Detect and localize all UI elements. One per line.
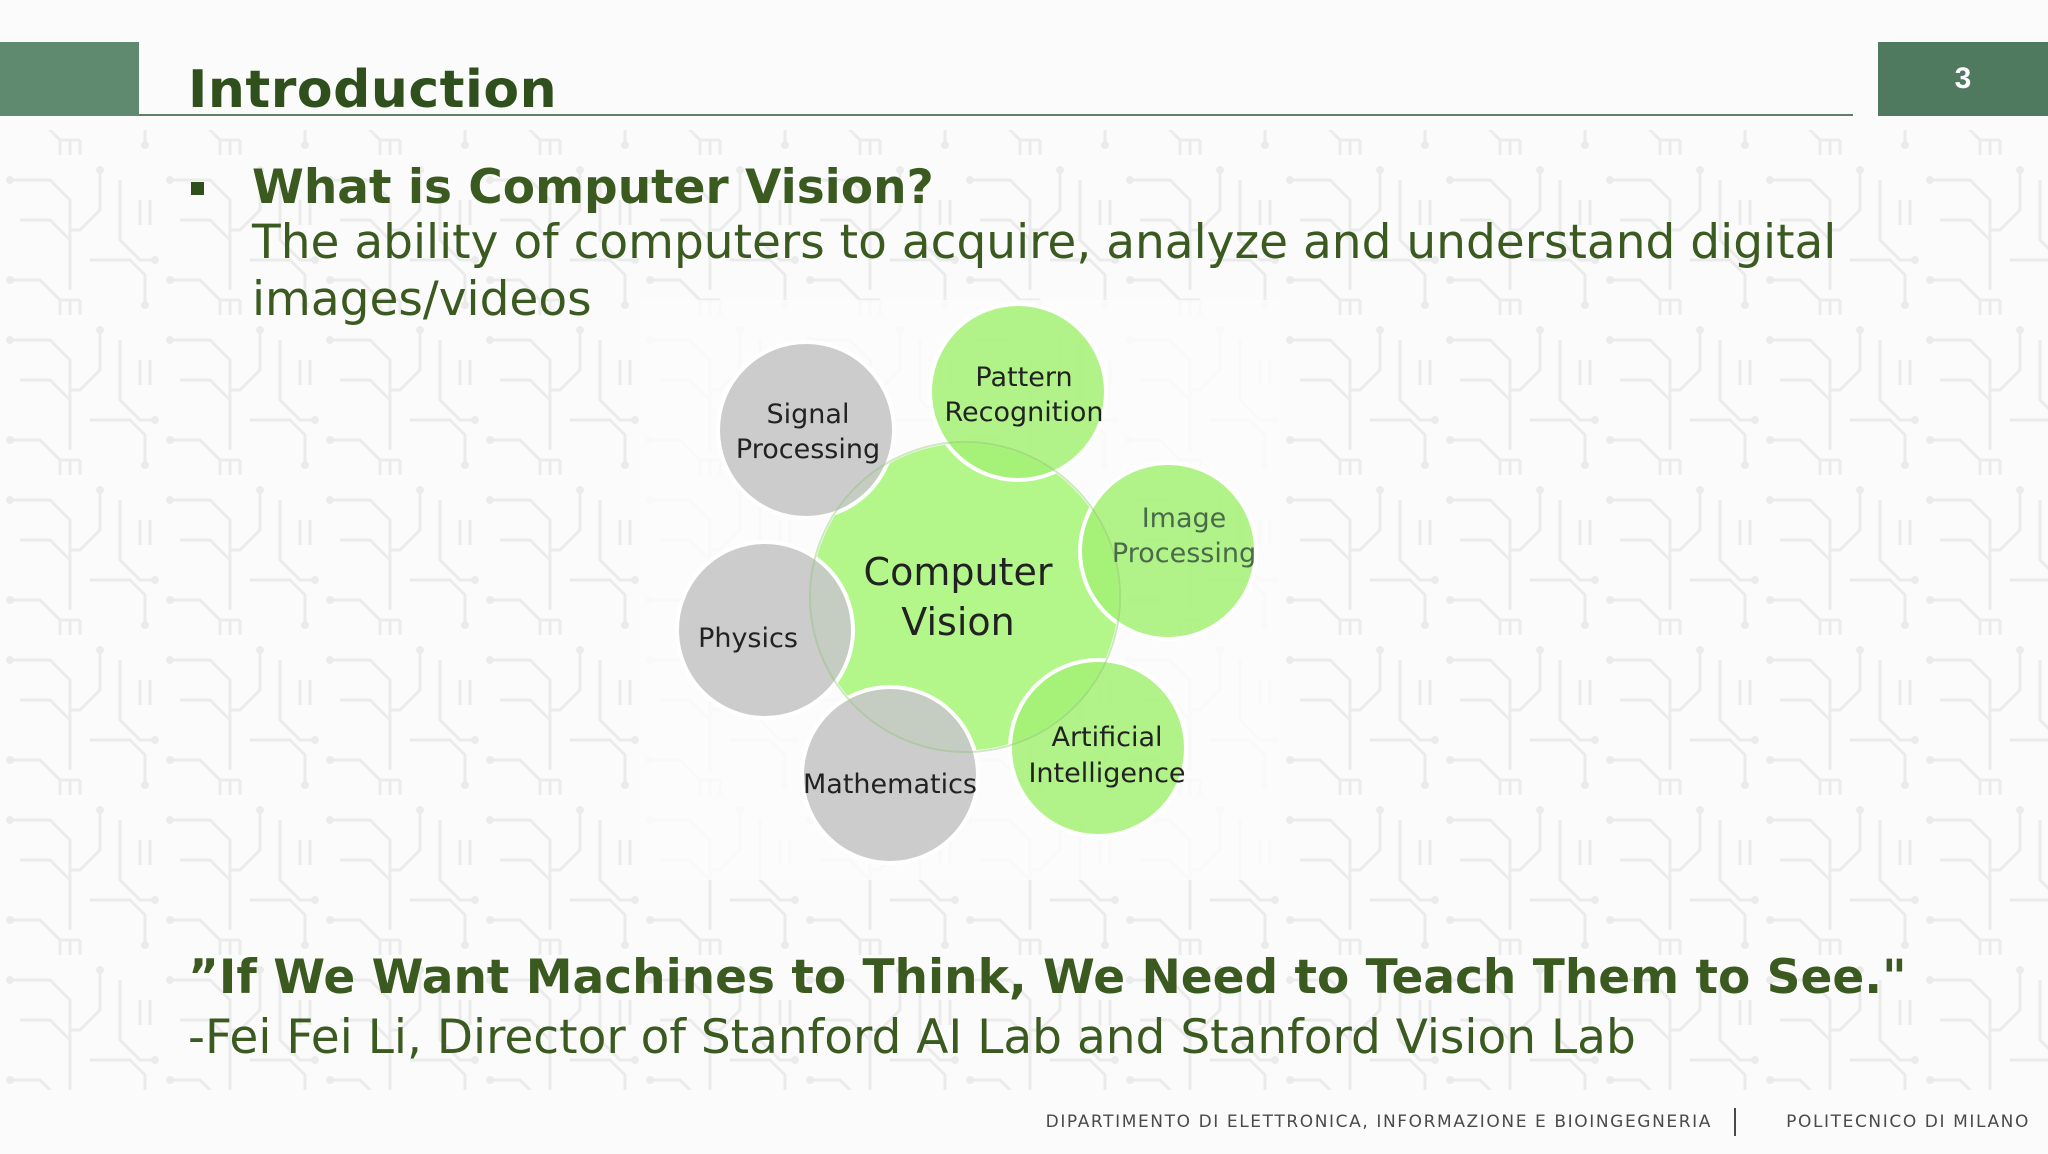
- signal-processing-label-line1: Signal: [767, 399, 850, 430]
- pattern-recognition-label-line2: Recognition: [945, 397, 1104, 428]
- bullet-body: The ability of computers to acquire, ana…: [252, 215, 1837, 327]
- physics-circle: [675, 540, 855, 720]
- artificial-intelligence-circle: [1008, 658, 1188, 838]
- mathematics-circle: [800, 685, 980, 865]
- bullet-square-icon: [191, 182, 204, 195]
- signal-processing-circle: [716, 340, 896, 520]
- footer: DIPARTIMENTO DI ELETTRONICA, INFORMAZION…: [1046, 1108, 2030, 1138]
- quote-text: ”If We Want Machines to Think, We Need t…: [188, 950, 1907, 1005]
- slide-title: Introduction: [188, 60, 558, 120]
- artificial-intelligence-label-line1: Artificial: [1051, 722, 1162, 753]
- signal-processing-label-line2: Processing: [736, 434, 880, 465]
- image-processing-circle: [1078, 461, 1258, 641]
- page-number: 3: [1878, 42, 2048, 116]
- center-label-line2: Vision: [901, 600, 1014, 644]
- header-rule: [139, 114, 1853, 116]
- footer-university: POLITECNICO DI MILANO: [1786, 1112, 2030, 1132]
- overlap-shading: [809, 441, 1121, 753]
- mathematics-label: Mathematics: [803, 769, 977, 800]
- physics-label: Physics: [698, 623, 798, 654]
- quote-attribution: -Fei Fei Li, Director of Stanford AI Lab…: [188, 1010, 1636, 1065]
- center-label-line1: Computer: [864, 550, 1053, 594]
- pattern-recognition-circle: [928, 302, 1108, 482]
- image-processing-label-line2: Processing: [1112, 538, 1256, 569]
- page-number-text: 3: [1954, 62, 1972, 95]
- footer-department: DIPARTIMENTO DI ELETTRONICA, INFORMAZION…: [1045, 1112, 1712, 1132]
- header-accent-left: [0, 42, 139, 116]
- image-processing-label-line1: Image: [1142, 503, 1227, 534]
- computer-vision-diagram: Computer Vision Pattern Recognition Imag…: [675, 302, 1258, 865]
- artificial-intelligence-label-line2: Intelligence: [1028, 758, 1185, 789]
- footer-separator: [1734, 1108, 1736, 1136]
- bullet-heading: What is Computer Vision?: [252, 160, 934, 215]
- pattern-recognition-label-line1: Pattern: [975, 362, 1072, 393]
